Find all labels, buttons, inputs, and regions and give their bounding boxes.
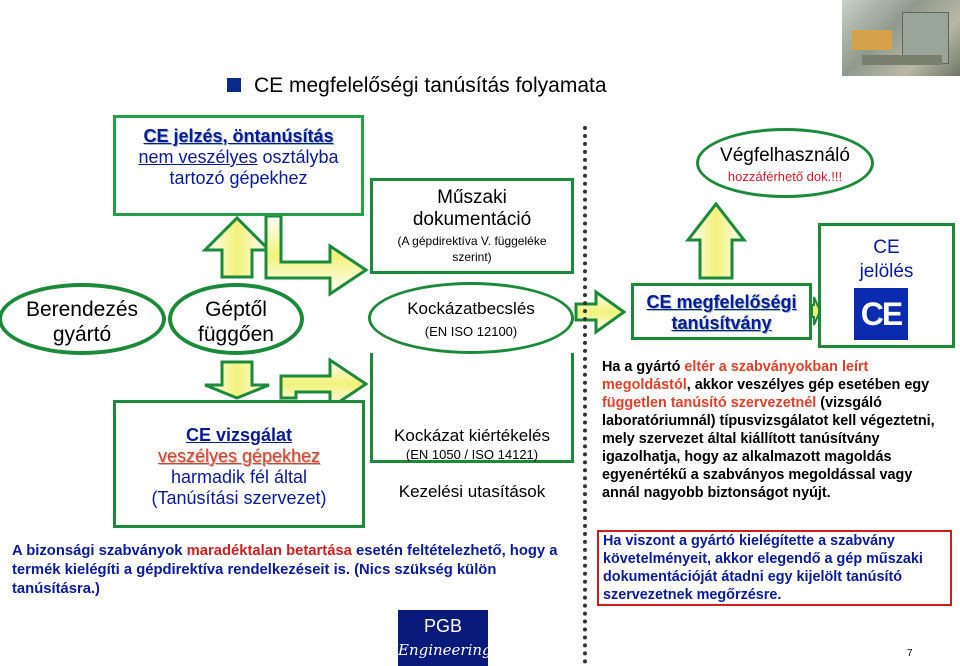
risk-assessment-ellipse: Kockázatbecslés (EN ISO 12100) — [368, 282, 574, 354]
techdoc-line3: (A gépdirektíva V. függeléke — [397, 234, 547, 248]
machine-dependent-line1: Géptől — [205, 298, 267, 321]
machine-dependent-line2: függően — [198, 323, 274, 346]
risk-assessment-standard: (EN ISO 12100) — [424, 324, 518, 339]
risk-eval-standard: (EN 1050 / ISO 14121) — [405, 447, 539, 462]
ce-box-nonhazard: nem veszélyes — [138, 147, 258, 167]
techdoc-line2: dokumentáció — [412, 209, 532, 230]
operating-instructions: Kezelési utasítások — [398, 482, 546, 501]
machine-dependent-ellipse: Géptől függően — [168, 283, 304, 355]
technical-documentation-box: Műszaki dokumentáció (A gépdirektíva V. … — [370, 178, 574, 274]
curved-arrow-bottom — [279, 357, 369, 411]
risk-evaluation-box: Kockázat kiértékelés (EN 1050 / ISO 1412… — [370, 353, 574, 501]
ce-mark-icon: CE — [854, 288, 908, 340]
curved-arrow-top — [264, 214, 369, 297]
ce-examination-box: CE vizsgálat veszélyes gépekhez harmadik… — [113, 400, 365, 528]
ce-self-cert-box: CE jelzés, öntanúsítás nem veszélyes osz… — [113, 115, 364, 216]
left-text-3: esetén feltételezhető, hogy a termék kie… — [12, 543, 558, 597]
manufacturer-ellipse: Berendezés gyártó — [0, 283, 166, 355]
ce-conformity-certificate-box: CE megfelelőségi tanúsítvány — [631, 283, 812, 340]
ce-box-machines: tartozó gépekhez — [169, 168, 308, 188]
alternative-note-text: Ha viszont a gyártó kielégítette a szabv… — [603, 533, 923, 603]
techdoc-line1: Műszaki — [437, 187, 507, 208]
right-text-4: független tanúsító szervezetnél — [602, 395, 817, 411]
ce-marking-line2: jelölés — [859, 261, 914, 282]
ce-marking-box: CE jelölés CE — [818, 223, 955, 348]
right-text-1: Ha a gyártó — [602, 359, 685, 375]
right-text-2: eltér a szabványokban leírt megoldástól — [602, 359, 869, 393]
slide-title: CE megfelelőségi tanúsítás folyamata — [254, 74, 607, 97]
page-number: 7 — [907, 648, 913, 659]
ce-exam-title: CE vizsgálat — [185, 425, 293, 445]
techdoc-line4: szerint) — [452, 250, 492, 264]
pgb-logo: PGB Engineering — [398, 610, 492, 666]
up-arrow-right — [684, 201, 748, 280]
ce-marking-line1: CE — [873, 237, 900, 258]
ce-exam-hazardous: veszélyes gépekhez — [157, 446, 321, 466]
pgb-logo-name: PGB — [423, 616, 462, 636]
end-user-ellipse: Végfelhasználó hozzáférhető dok.!!! — [696, 128, 874, 198]
risk-eval-title: Kockázat kiértékelés — [394, 426, 550, 445]
vertical-divider — [583, 126, 587, 664]
title-bullet-icon — [227, 78, 241, 92]
ce-cert-line1: CE megfelelőségi — [646, 292, 797, 312]
right-text-3: , akkor veszélyes gép esetében egy — [686, 377, 930, 393]
manufacturer-line1: Berendezés — [25, 298, 139, 321]
up-arrow — [201, 215, 273, 279]
down-arrow — [204, 360, 270, 400]
ce-box-title: CE jelzés, öntanúsítás — [143, 126, 334, 146]
pgb-logo-engineering: Engineering — [398, 641, 492, 659]
right-text-5: (vizsgáló laboratóriumnál) típusvizsgála… — [602, 395, 935, 501]
end-user-docs: hozzáférhető dok.!!! — [727, 169, 843, 184]
manufacturer-line2: gyártó — [52, 323, 112, 346]
ce-exam-cert-body: (Tanúsítási szervezet) — [151, 488, 327, 508]
factory-photo — [842, 0, 960, 76]
end-user-title: Végfelhasználó — [720, 145, 850, 166]
ce-box-class: osztályba — [257, 147, 339, 167]
right-explanation: Ha a gyártó eltér a szabványokban leírt … — [602, 358, 952, 502]
left-text-1: A bizonsági szabványok — [12, 543, 187, 559]
ce-exam-third-party: harmadik fél által — [170, 467, 308, 487]
left-text-2: maradéktalan betartása — [186, 543, 352, 559]
right-arrow-right — [811, 296, 822, 326]
right-arrow-mid — [574, 289, 627, 335]
left-explanation: A bizonsági szabványok maradéktalan beta… — [12, 542, 587, 599]
risk-assessment-title: Kockázatbecslés — [407, 299, 535, 318]
alternative-note-box: Ha viszont a gyártó kielégítette a szabv… — [597, 530, 952, 606]
ce-cert-line2: tanúsítvány — [671, 313, 772, 333]
